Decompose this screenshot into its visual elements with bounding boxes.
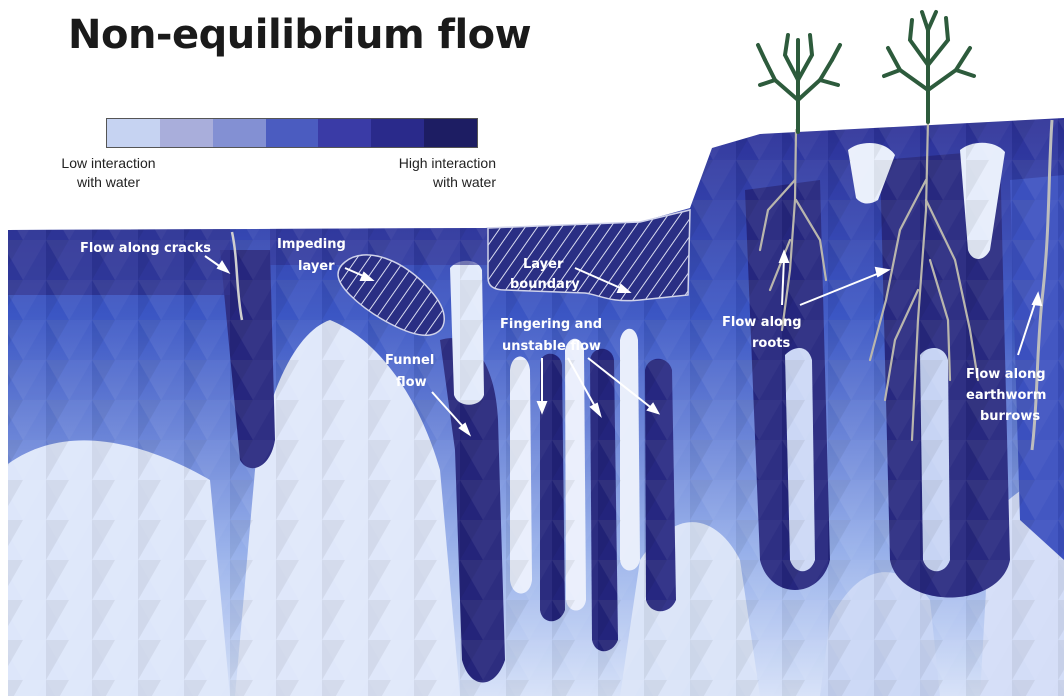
color-legend: Low interaction with water High interact… (46, 118, 496, 198)
legend-swatch (318, 119, 371, 147)
legend-swatch (371, 119, 424, 147)
label-burrows-3: burrows (980, 409, 1040, 424)
legend-swatch (424, 119, 477, 147)
label-burrows-1: Flow along (966, 367, 1046, 382)
label-boundary-1: Layer (523, 257, 564, 272)
label-fingering-2: unstable flow (502, 339, 601, 354)
legend-low-label: Low interaction with water (46, 154, 171, 192)
label-roots-2: roots (752, 336, 790, 351)
label-roots-1: Flow along (722, 315, 802, 330)
legend-swatch (107, 119, 160, 147)
legend-color-bar (106, 118, 478, 148)
label-impeding-1: Impeding (277, 237, 346, 252)
label-burrows-2: earthworm (966, 388, 1046, 403)
legend-low-line1: Low interaction (46, 154, 171, 173)
legend-high-label: High interaction with water (362, 154, 496, 192)
label-fingering-1: Fingering and (500, 317, 602, 332)
tree-right (884, 12, 974, 122)
label-funnel-1: Funnel (385, 353, 434, 368)
page-title: Non-equilibrium flow (68, 12, 531, 58)
legend-high-line2: with water (362, 173, 496, 192)
label-boundary-2: boundary (510, 277, 580, 292)
legend-swatch (160, 119, 213, 147)
label-funnel-2: flow (396, 375, 427, 390)
label-impeding-2: layer (298, 259, 335, 274)
label-cracks: Flow along cracks (80, 241, 211, 256)
tree-left (758, 35, 840, 132)
legend-low-line2: with water (46, 173, 171, 192)
legend-swatch (213, 119, 266, 147)
legend-high-line1: High interaction (362, 154, 496, 173)
legend-swatch (266, 119, 319, 147)
